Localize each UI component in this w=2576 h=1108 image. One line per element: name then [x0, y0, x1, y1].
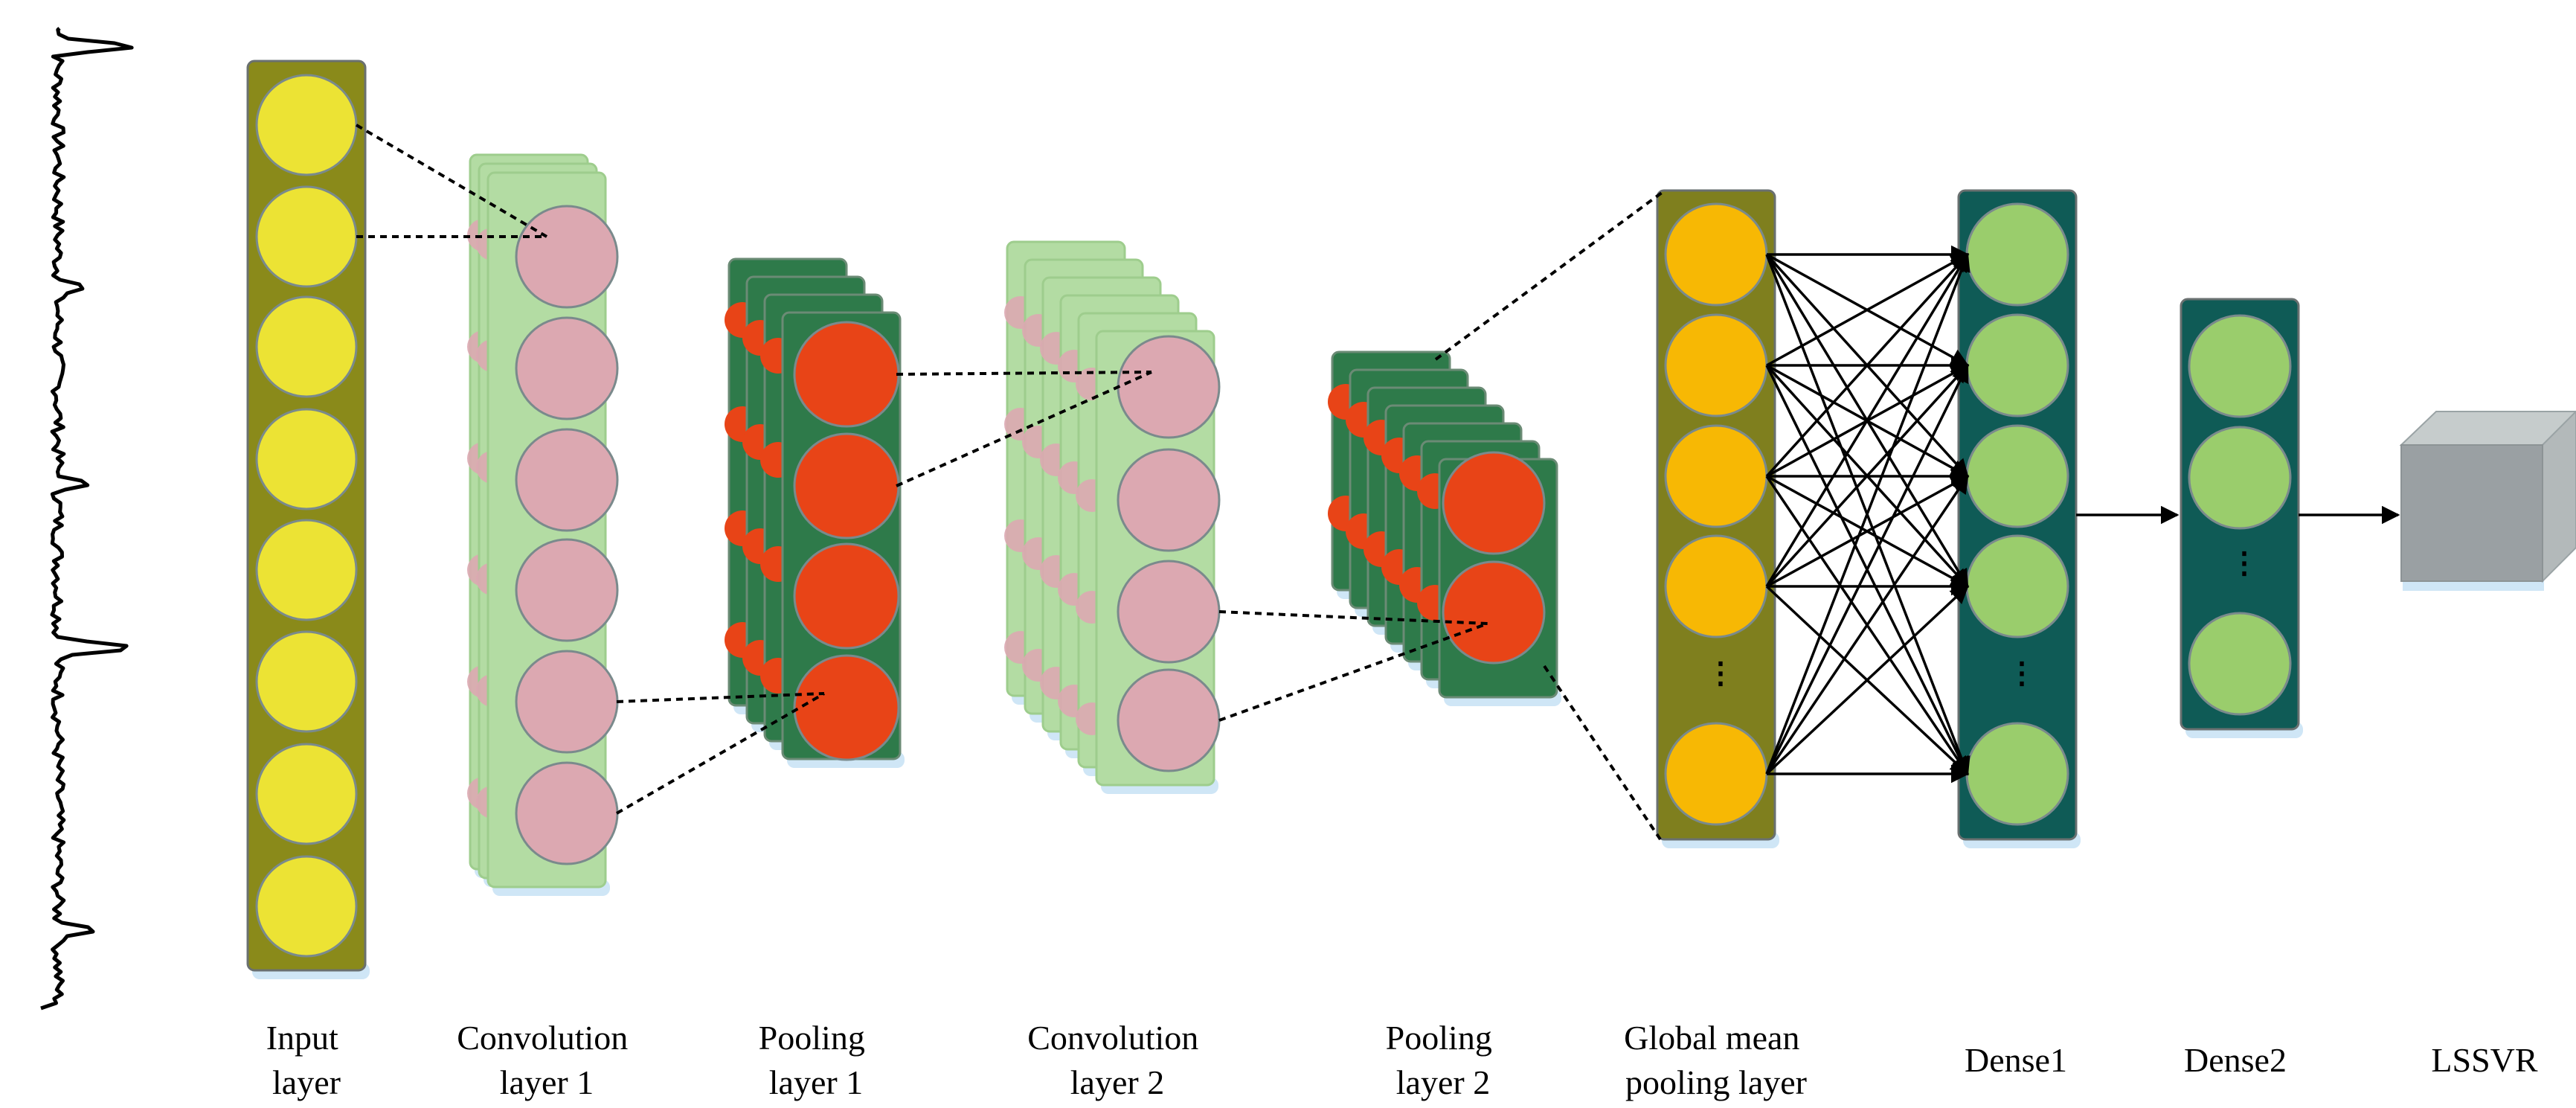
signal-trace: [40, 27, 134, 1011]
input-layer: [246, 60, 370, 979]
dense1-node: [1965, 534, 2069, 638]
input-node: [255, 855, 358, 958]
label-global-mean-pooling-layer: Global mean pooling layer: [1624, 1019, 1808, 1101]
conv1-node: [515, 650, 619, 754]
gmp-ellipsis: ⋮: [1706, 656, 1735, 690]
dense-connection: [1765, 363, 1969, 775]
pool1-node: [793, 432, 900, 539]
input-node: [255, 743, 358, 845]
label-dense2: Dense2: [2184, 1041, 2287, 1079]
input-node: [255, 519, 358, 621]
pool1-node: [793, 542, 900, 650]
dense2-layer: [2180, 298, 2303, 738]
label-dense1: Dense1: [1965, 1041, 2067, 1079]
pooling-layer-1: [725, 257, 905, 768]
pooling-layer-2: [1328, 350, 1561, 706]
convolution-layer-1: [467, 153, 619, 896]
dense2-node: [2188, 314, 2292, 418]
gmp-node: [1664, 722, 1768, 826]
dense-connection: [1765, 252, 1969, 587]
layer-connections: [355, 124, 2400, 841]
dense1-layer: [1957, 189, 2081, 848]
input-node: [255, 74, 358, 176]
dashed-connection: [355, 124, 548, 238]
dense2-node: [2188, 426, 2292, 530]
gmp-node: [1664, 424, 1768, 528]
input-node: [255, 295, 358, 398]
label-convolution-layer-1: Convolution layer 1: [457, 1019, 637, 1101]
conv1-node: [515, 316, 619, 420]
lssvr-cube: [2399, 410, 2576, 591]
dashed-connection: [1434, 189, 1666, 361]
label-pooling-layer-1: Pooling layer 1: [759, 1019, 874, 1101]
dense1-node: [1965, 202, 2069, 307]
conv1-node: [515, 761, 619, 865]
input-spectrum-signal: [40, 27, 134, 1011]
dense-connection: [1765, 474, 1969, 775]
dense1-ellipsis: ⋮: [2007, 656, 2037, 690]
dashed-connection: [896, 371, 1152, 487]
pool2-node: [1442, 451, 1546, 555]
dense1-node: [1965, 424, 2069, 528]
dashed-connection: [1543, 665, 1662, 841]
dashed-connection: [616, 692, 825, 703]
gmp-node: [1664, 313, 1768, 417]
gmp-node: [1664, 202, 1768, 307]
conv1-node: [515, 205, 619, 309]
pool1-node: [793, 654, 900, 761]
dense-connection: [1765, 585, 1969, 775]
input-node: [255, 630, 358, 733]
conv2-node: [1117, 668, 1221, 772]
dense2-node: [2188, 612, 2292, 716]
dense1-node: [1965, 722, 2069, 826]
dense-connection: [1765, 252, 1970, 775]
conv1-node: [515, 538, 619, 642]
label-convolution-layer-2: Convolution layer 2: [1027, 1019, 1207, 1101]
dense-connection: [1766, 475, 1970, 588]
input-node: [255, 185, 358, 288]
input-bar: [246, 60, 367, 972]
convolution-layer-2: [1004, 240, 1221, 794]
dashed-connection: [1218, 610, 1488, 625]
dense-connection: [1765, 364, 1969, 588]
gmp-node: [1664, 534, 1768, 638]
dashed-connection: [616, 692, 825, 815]
global-mean-pooling-layer: [1656, 189, 1779, 848]
label-lssvr: LSSVR: [2431, 1041, 2537, 1079]
pool2-node: [1442, 560, 1546, 665]
cube-front: [2400, 444, 2543, 582]
dense1-node: [1965, 313, 2069, 417]
dense2-ellipsis: ⋮: [2229, 546, 2259, 580]
label-input-layer: Input layer: [266, 1019, 347, 1101]
conv2-node: [1117, 448, 1221, 552]
conv2-node: [1117, 560, 1221, 664]
label-pooling-layer-2: Pooling layer 2: [1386, 1019, 1501, 1101]
conv1-node: [515, 428, 619, 532]
dense-connection: [1765, 253, 1969, 478]
pool1-node: [793, 321, 900, 428]
conv2-node: [1117, 335, 1221, 439]
dense-connection: [1766, 253, 1970, 367]
input-node: [255, 408, 358, 510]
